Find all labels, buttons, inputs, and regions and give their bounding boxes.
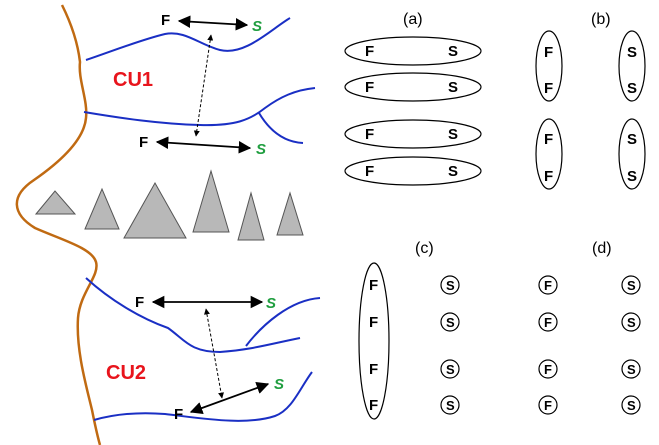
coastline <box>15 4 102 445</box>
panel-c-s-circle <box>440 275 460 295</box>
svg-text:F: F <box>369 361 378 378</box>
cu1-bottom-arrow <box>155 136 252 154</box>
cu2-dashed-arrow <box>204 308 224 399</box>
svg-text:S: S <box>446 398 455 413</box>
panel-c-s-circle <box>440 312 460 332</box>
panel-d-f-circle <box>538 395 558 415</box>
panel-a-label: (a) <box>403 11 423 28</box>
panel-d-s-circle <box>621 275 641 295</box>
cu1-side-channel-line <box>258 112 304 144</box>
svg-text:S: S <box>446 362 455 377</box>
svg-text:S: S <box>627 278 636 293</box>
svg-text:F: F <box>365 163 374 180</box>
cu2-label: CU2 <box>106 362 146 384</box>
svg-text:S: S <box>627 398 636 413</box>
cu2-lower-channel-line <box>93 371 313 422</box>
svg-text:S: S <box>448 163 458 180</box>
panel-b: (b) F F S S F F S S <box>535 11 646 190</box>
svg-text:F: F <box>544 131 553 148</box>
panel-a-pair: F S <box>344 156 482 186</box>
cu1-top-f-label: F <box>161 12 170 29</box>
svg-text:S: S <box>448 126 458 143</box>
svg-text:S: S <box>627 80 637 97</box>
left-panel: CU1 F S F S CU2 F S F S <box>15 4 321 445</box>
panel-d-f-circle <box>538 359 558 379</box>
cu1-lower-channel-line <box>83 87 316 127</box>
panel-d: (d) F F F F S S S S <box>538 240 641 415</box>
panel-c-f-group <box>358 262 390 420</box>
cu1-bottom-f-label: F <box>139 134 148 151</box>
svg-text:F: F <box>369 277 378 294</box>
panel-a-pair: F S <box>344 36 482 66</box>
panel-b-s-group <box>618 118 646 190</box>
cu2-top-f-label: F <box>135 294 144 311</box>
cu2-bottom-s-label: S <box>274 376 284 393</box>
panel-c-s-circle <box>440 395 460 415</box>
svg-text:F: F <box>544 44 553 61</box>
cu2-top-s-label: S <box>266 295 276 312</box>
svg-text:F: F <box>544 278 552 293</box>
svg-text:S: S <box>627 44 637 61</box>
svg-text:S: S <box>627 168 637 185</box>
cu2-bottom-arrow <box>189 381 270 415</box>
panel-c-s-circle <box>440 359 460 379</box>
svg-text:S: S <box>627 362 636 377</box>
panel-a-pair: F S <box>344 72 482 102</box>
svg-text:F: F <box>365 43 374 60</box>
grey-triangle <box>84 187 120 230</box>
cu1-top-arrow <box>177 15 249 31</box>
svg-text:F: F <box>544 362 552 377</box>
svg-text:S: S <box>448 43 458 60</box>
cu2-side-channel-line <box>245 297 321 347</box>
svg-text:S: S <box>446 278 455 293</box>
cu1-dashed-arrow <box>193 34 214 137</box>
panel-c: (c) F F F F S S S S <box>358 240 460 420</box>
panel-d-f-circle <box>538 312 558 332</box>
cu2-upper-channel-line <box>85 277 301 354</box>
grey-triangle <box>192 169 230 233</box>
svg-text:S: S <box>627 131 637 148</box>
panel-a: (a) F S F S F S F S <box>344 11 482 186</box>
panel-b-f-group <box>535 118 563 190</box>
svg-text:F: F <box>369 314 378 331</box>
panel-b-f-group <box>535 30 563 102</box>
cu1-label: CU1 <box>113 69 153 91</box>
svg-text:S: S <box>627 315 636 330</box>
grey-triangle <box>276 191 304 236</box>
cu1-upper-channel-line <box>85 17 291 61</box>
svg-text:F: F <box>544 168 553 185</box>
grey-triangle <box>34 190 77 215</box>
panel-d-f-circle <box>538 275 558 295</box>
svg-text:S: S <box>446 315 455 330</box>
grey-triangle <box>237 191 265 241</box>
cu1-bottom-s-label: S <box>256 141 266 158</box>
svg-text:S: S <box>448 79 458 96</box>
panel-c-label: (c) <box>415 240 434 257</box>
grey-triangle <box>123 181 187 239</box>
panel-d-s-circle <box>621 359 641 379</box>
panel-d-label: (d) <box>592 240 612 257</box>
panel-a-pair: F S <box>344 119 482 149</box>
svg-text:F: F <box>369 397 378 414</box>
panel-d-s-circle <box>621 395 641 415</box>
svg-text:F: F <box>544 315 552 330</box>
svg-text:F: F <box>544 398 552 413</box>
svg-text:F: F <box>365 79 374 96</box>
panel-b-label: (b) <box>591 11 611 28</box>
svg-text:F: F <box>365 126 374 143</box>
cu2-bottom-f-label: F <box>174 406 183 423</box>
cu1-top-s-label: S <box>252 18 262 35</box>
svg-text:F: F <box>544 80 553 97</box>
panel-b-s-group <box>618 30 646 102</box>
panel-d-s-circle <box>621 312 641 332</box>
